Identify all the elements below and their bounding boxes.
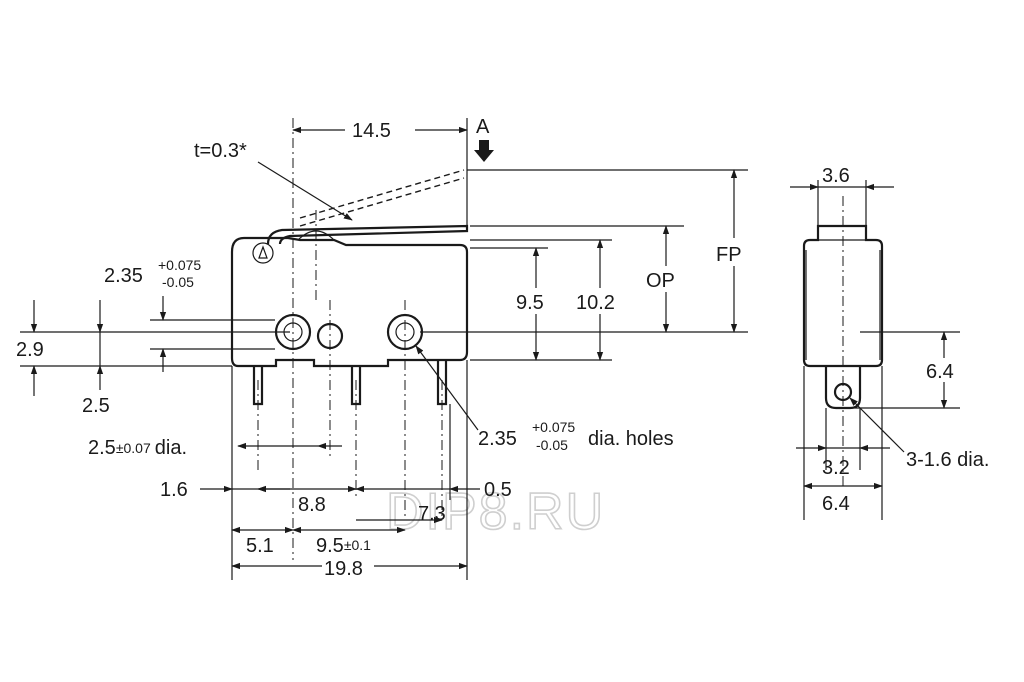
hole-dia-label: 2.35 xyxy=(104,265,143,287)
lever-actuator xyxy=(266,224,469,245)
dim-height-10-2: 10.2 xyxy=(576,292,615,314)
switch-body xyxy=(230,236,469,368)
dim-mid-width: 3.2 xyxy=(822,457,850,479)
dim-terminal-height: 6.4 xyxy=(926,361,954,383)
side-view: 3.6 6.4 3-1.6 dia. 3.2 6.4 xyxy=(790,165,989,520)
op-label: OP xyxy=(646,270,675,292)
force-arrow-label: A xyxy=(476,116,490,138)
hole-tol-minus: -0.05 xyxy=(162,274,194,290)
dim-height-9-5: 9.5 xyxy=(516,292,544,314)
force-arrow-icon xyxy=(474,140,494,162)
dim-7-3: 7.3 xyxy=(418,503,446,525)
watermark: DIP8.RU xyxy=(386,483,605,541)
dim-5-1: 5.1 xyxy=(246,535,274,557)
side-terminal xyxy=(824,366,862,410)
hole-tol-plus: +0.075 xyxy=(158,257,201,273)
fp-label: FP xyxy=(716,244,742,266)
dim-offset-2-5: 2.5 xyxy=(82,395,110,417)
dim-total-width: 6.4 xyxy=(822,493,850,515)
dim-1-6: 1.6 xyxy=(160,479,188,501)
dim-9-5-pitch: 9.5±0.1 xyxy=(316,535,371,557)
holes-dia-label: 2.35 xyxy=(478,428,517,450)
dim-top-width: 3.6 xyxy=(822,165,850,187)
front-view: 14.5 A t=0.3* FP OP 10.2 9.5 2.35 +0.075… xyxy=(16,116,756,580)
holes-dia-suffix: dia. holes xyxy=(588,428,674,450)
holes-tol-plus: +0.075 xyxy=(532,419,575,435)
lever-thickness-label: t=0.3* xyxy=(194,140,247,162)
stamp-mark xyxy=(252,242,274,264)
lever-free-position xyxy=(299,169,465,219)
dim-8-8: 8.8 xyxy=(298,494,326,516)
side-body xyxy=(802,224,884,368)
dim-lever-reach: 14.5 xyxy=(352,120,391,142)
dim-0-5: 0.5 xyxy=(484,479,512,501)
terminal-hole-label: 3-1.6 dia. xyxy=(906,449,989,471)
dim-offset-2-9: 2.9 xyxy=(16,339,44,361)
holes-tol-minus: -0.05 xyxy=(536,437,568,453)
dim-total-length: 19.8 xyxy=(324,558,363,580)
